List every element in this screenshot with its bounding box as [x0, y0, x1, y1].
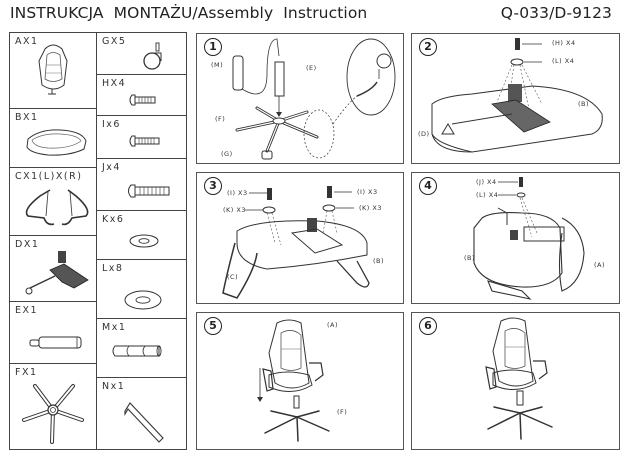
- step-5-panel: 5 (A) (F): [196, 312, 404, 450]
- part-cell-bolt-j: Jx4: [97, 159, 186, 211]
- step-number: 3: [204, 177, 222, 195]
- allen-key-icon: [124, 402, 164, 443]
- callout-h-x4: (H) X4: [552, 39, 576, 47]
- step-number: 4: [419, 177, 437, 195]
- seat-cushion-icon: [26, 129, 87, 156]
- part-label: DX1: [15, 239, 40, 250]
- manual-title: INSTRUKCJA MONTAŻU/Assembly Instruction: [10, 4, 368, 22]
- step-5-illustration: [257, 319, 330, 442]
- part-cell-backrest: AX1: [10, 33, 96, 109]
- part-label: HX4: [102, 78, 127, 89]
- part-label: AX1: [15, 36, 39, 47]
- callout-b: (B): [373, 257, 385, 265]
- part-label: CX1(L)X(R): [15, 171, 83, 182]
- step-number: 2: [419, 38, 437, 56]
- model-number: Q-033/D-9123: [500, 4, 612, 22]
- callout-a: (A): [327, 321, 339, 329]
- part-cell-base: FX1: [10, 364, 96, 449]
- callout-k-x3-right: (K) X3: [359, 204, 382, 212]
- step-1-illustration: [232, 38, 396, 160]
- part-cell-bolt-i: Ix6: [97, 116, 186, 159]
- callout-l-x4: (L) X4: [476, 191, 499, 199]
- callout-a: (A): [594, 261, 606, 269]
- step-number: 1: [204, 38, 222, 56]
- part-cell-allen-key: Nx1: [97, 378, 186, 449]
- callout-e: (E): [306, 64, 317, 72]
- step-4-illustration: [473, 177, 585, 300]
- short-bolt-icon: [129, 94, 156, 106]
- part-cell-seat: BX1: [10, 109, 96, 168]
- long-bolt-icon: [128, 184, 170, 198]
- step-2-panel: 2 (H) X4 (L) X4 (B) (D): [411, 33, 620, 164]
- callout-l-x4: (L) X4: [552, 57, 575, 65]
- part-cell-armrests: CX1(L)X(R): [10, 168, 96, 236]
- callout-i-x3-right: (I) X3: [357, 188, 378, 196]
- part-cell-washer-l: Lx8: [97, 260, 186, 319]
- part-label: FX1: [15, 367, 38, 378]
- step-1-panel: 1 (M) (E) (F) (G): [196, 33, 404, 164]
- parts-list: AX1 BX1 CX1(L)X(R): [9, 32, 187, 450]
- part-cell-washer-k: Kx6: [97, 211, 186, 260]
- parts-column-left: AX1 BX1 CX1(L)X(R): [10, 33, 97, 449]
- step-6-illustration: [485, 317, 553, 440]
- callout-m: (M): [211, 61, 224, 69]
- part-label: Nx1: [102, 381, 126, 392]
- step-3-illustration: [222, 186, 370, 299]
- five-star-base-icon: [22, 384, 84, 444]
- medium-bolt-icon: [129, 135, 160, 147]
- parts-column-right: GX5 HX4 Ix6 Jx4: [97, 33, 186, 449]
- callout-f: (F): [215, 115, 226, 123]
- callout-c: (C): [227, 273, 239, 281]
- tilt-mechanism-icon: [25, 251, 89, 295]
- part-cell-cover: Mx1: [97, 319, 186, 378]
- callout-k-x3-left: (K) X3: [223, 206, 246, 214]
- small-washer-icon: [129, 234, 159, 248]
- part-label: Lx8: [102, 263, 124, 274]
- part-label: EX1: [15, 305, 39, 316]
- part-cell-gas-lift: EX1: [10, 302, 96, 364]
- caster-icon: [143, 42, 162, 70]
- step-2-illustration: [431, 38, 603, 153]
- backrest-icon: [38, 44, 68, 95]
- callout-g: (G): [221, 150, 233, 158]
- part-label: Mx1: [102, 322, 127, 333]
- step-number: 6: [419, 317, 437, 335]
- part-cell-caster: GX5: [97, 33, 186, 75]
- step-4-panel: 4 (J) X4 (L) X4 (B) (A): [411, 172, 620, 304]
- step-number: 5: [204, 317, 222, 335]
- part-label: Ix6: [102, 119, 121, 130]
- step-6-panel: 6: [411, 312, 620, 450]
- part-cell-bolt-h: HX4: [97, 75, 186, 116]
- part-cell-mechanism: DX1: [10, 236, 96, 302]
- large-washer-icon: [124, 290, 162, 310]
- callout-b: (B): [464, 254, 476, 262]
- callout-i-x3-left: (I) X3: [227, 189, 248, 197]
- part-label: Kx6: [102, 214, 125, 225]
- part-label: BX1: [15, 112, 39, 123]
- gas-lift-icon: [29, 336, 82, 349]
- callout-b: (B): [578, 100, 590, 108]
- part-label: Jx4: [102, 162, 121, 173]
- callout-d: (D): [418, 130, 430, 138]
- callout-j-x4: (J) X4: [476, 178, 497, 186]
- step-3-panel: 3 (I) X3 (K) X3 (I) X3 (K) X3 (B) (C): [196, 172, 404, 304]
- callout-f: (F): [337, 408, 348, 416]
- armrests-icon: [25, 189, 89, 226]
- gas-lift-cover-icon: [112, 345, 162, 357]
- part-label: GX5: [102, 36, 127, 47]
